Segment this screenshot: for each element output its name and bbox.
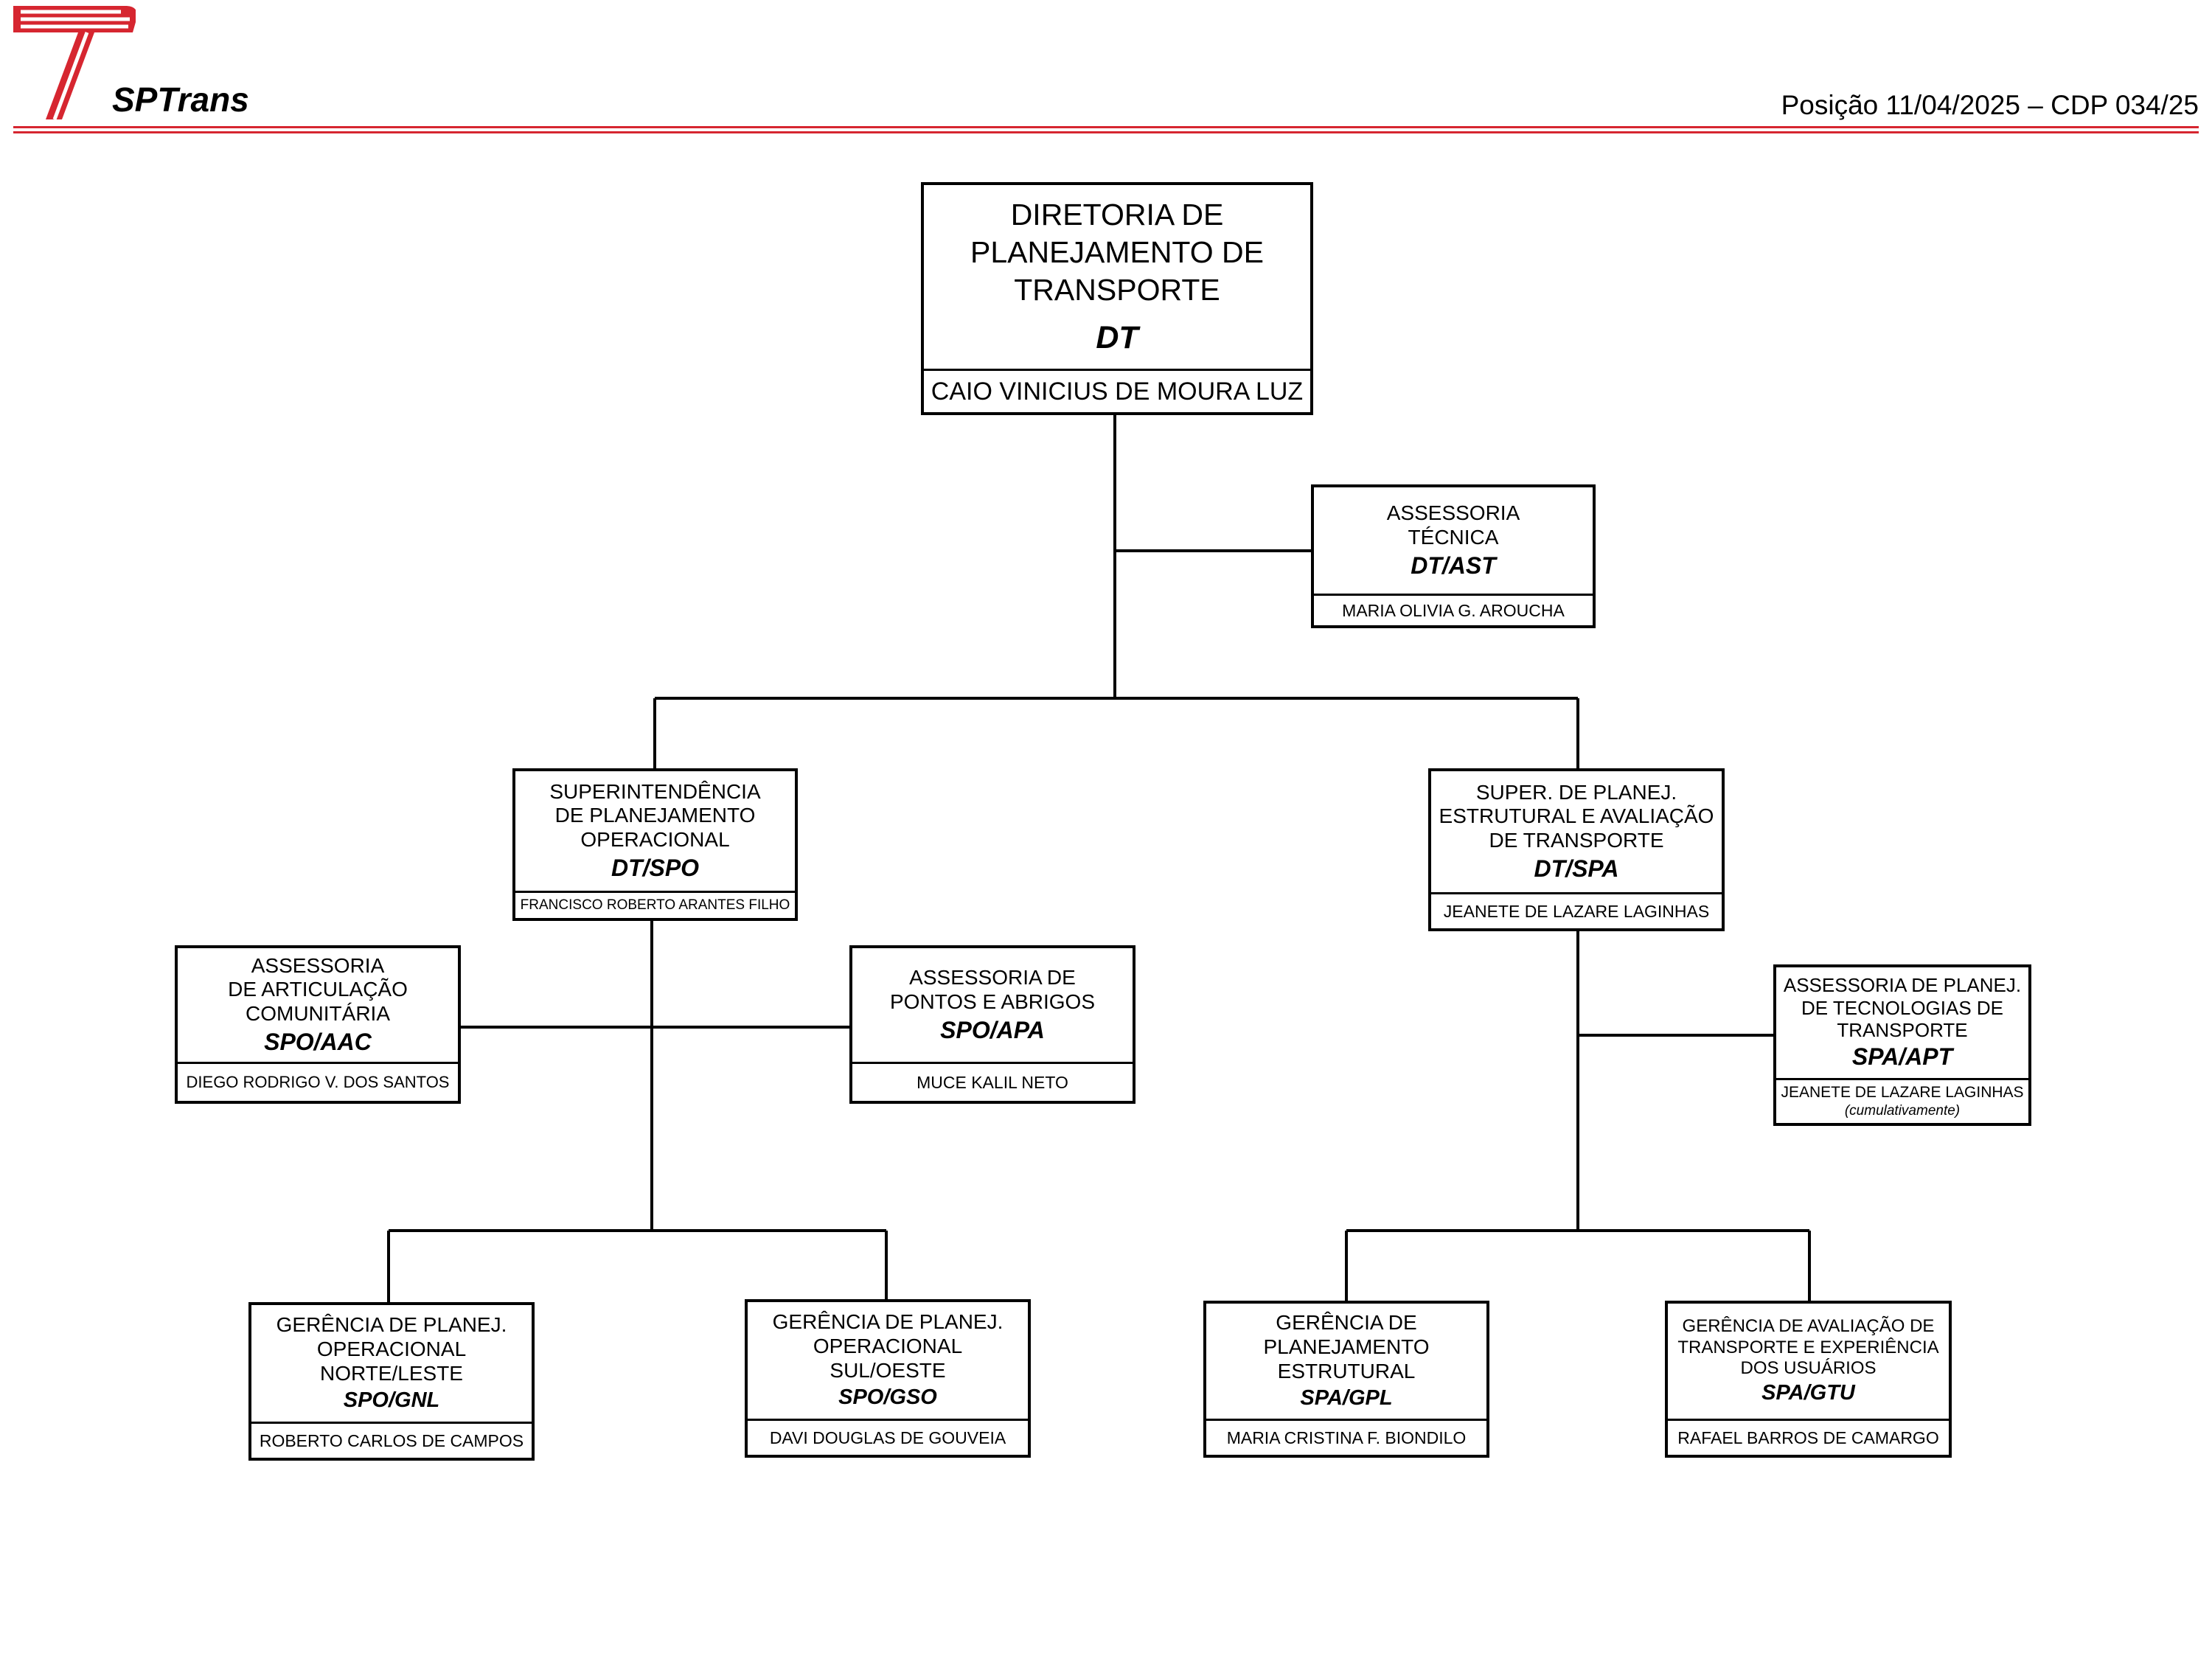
- unit-head-name: CAIO VINICIUS DE MOURA LUZ: [924, 369, 1310, 412]
- unit-title: SUPER. DE PLANEJ.: [1475, 780, 1677, 804]
- unit-title: DOS USUÁRIOS: [1740, 1357, 1877, 1378]
- unit-title: OPERACIONAL: [813, 1335, 963, 1358]
- unit-title: ASSESSORIA: [1386, 501, 1520, 525]
- unit-code: DT/SPA: [1534, 855, 1619, 882]
- unit-box-dt-spa: SUPER. DE PLANEJ. ESTRUTURAL E AVALIAÇÃO…: [1428, 768, 1725, 931]
- unit-code: SPO/GSO: [838, 1385, 937, 1409]
- unit-head-name: DIEGO RODRIGO V. DOS SANTOS: [178, 1062, 458, 1101]
- unit-title: OPERACIONAL: [316, 1338, 467, 1361]
- unit-head-note: (cumulativamente): [1844, 1103, 1961, 1119]
- unit-code: SPO/APA: [940, 1016, 1045, 1043]
- unit-code: SPA/GTU: [1761, 1380, 1855, 1405]
- header-rule: [13, 131, 2199, 133]
- unit-title: DE PLANEJAMENTO: [554, 804, 756, 827]
- unit-title: ESTRUTURAL: [1277, 1359, 1416, 1382]
- unit-title: ESTRUTURAL E AVALIAÇÃO: [1439, 804, 1714, 828]
- unit-box-spo-apa: ASSESSORIA DE PONTOS E ABRIGOS SPO/APA M…: [849, 945, 1135, 1104]
- unit-code: SPO/GNL: [343, 1388, 440, 1412]
- unit-title: ASSESSORIA DE PLANEJ.: [1783, 974, 2022, 997]
- unit-box-spa-gtu: GERÊNCIA DE AVALIAÇÃO DE TRANSPORTE E EX…: [1665, 1301, 1952, 1458]
- unit-title: OPERACIONAL: [580, 828, 730, 852]
- unit-code: SPA/APT: [1851, 1043, 1953, 1071]
- unit-box-spa-apt: ASSESSORIA DE PLANEJ. DE TECNOLOGIAS DE …: [1773, 964, 2031, 1126]
- unit-head-name: JEANETE DE LAZARE LAGINHAS: [1431, 892, 1722, 928]
- sptrans-logo: [13, 6, 136, 120]
- unit-code: DT/SPO: [611, 854, 700, 881]
- unit-title: TRANSPORTE: [1014, 273, 1220, 307]
- unit-box-spo-aac: ASSESSORIA DE ARTICULAÇÃO COMUNITÁRIA SP…: [175, 945, 461, 1104]
- unit-title: DIRETORIA DE: [1010, 198, 1224, 232]
- unit-title: DE TRANSPORTE: [1489, 829, 1664, 852]
- unit-code: SPO/AAC: [264, 1028, 372, 1055]
- unit-head-name: MARIA CRISTINA F. BIONDILO: [1206, 1419, 1486, 1455]
- unit-box-spo-gnl: GERÊNCIA DE PLANEJ. OPERACIONAL NORTE/LE…: [248, 1302, 535, 1461]
- unit-box-spo-gso: GERÊNCIA DE PLANEJ. OPERACIONAL SUL/OEST…: [745, 1299, 1031, 1458]
- unit-head-name: MUCE KALIL NETO: [852, 1062, 1133, 1101]
- unit-title: GERÊNCIA DE: [1276, 1311, 1417, 1335]
- unit-head-name: DAVI DOUGLAS DE GOUVEIA: [748, 1419, 1028, 1455]
- unit-head-name: MARIA OLIVIA G. AROUCHA: [1314, 594, 1593, 625]
- unit-code: DT: [1096, 319, 1138, 355]
- unit-box-spa-gpl: GERÊNCIA DE PLANEJAMENTO ESTRUTURAL SPA/…: [1203, 1301, 1489, 1458]
- unit-head-name-text: JEANETE DE LAZARE LAGINHAS: [1781, 1084, 2024, 1101]
- header-rule: [13, 126, 2199, 128]
- unit-title: TRANSPORTE E EXPERIÊNCIA: [1677, 1337, 1939, 1357]
- unit-title: SUPERINTENDÊNCIA: [549, 779, 761, 803]
- unit-title: NORTE/LESTE: [320, 1361, 463, 1385]
- unit-box-dt: DIRETORIA DE PLANEJAMENTO DE TRANSPORTE …: [921, 182, 1313, 415]
- unit-title: TÉCNICA: [1408, 525, 1499, 549]
- unit-title: GERÊNCIA DE AVALIAÇÃO DE: [1682, 1316, 1935, 1337]
- unit-head-name: RAFAEL BARROS DE CAMARGO: [1668, 1419, 1949, 1455]
- unit-head-name: JEANETE DE LAZARE LAGINHAS (cumulativame…: [1776, 1078, 2028, 1123]
- unit-title: ASSESSORIA: [251, 953, 385, 977]
- brand-name: SPTrans: [112, 80, 249, 119]
- position-date: Posição 11/04/2025 – CDP 034/25: [1781, 90, 2199, 120]
- unit-title: SUL/OESTE: [830, 1358, 946, 1382]
- unit-title: PLANEJAMENTO DE: [970, 235, 1264, 270]
- unit-title: PONTOS E ABRIGOS: [889, 990, 1095, 1013]
- unit-title: PLANEJAMENTO: [1263, 1335, 1430, 1359]
- unit-code: SPA/GPL: [1300, 1385, 1393, 1410]
- unit-code: DT/AST: [1411, 552, 1496, 579]
- unit-title: TRANSPORTE: [1837, 1019, 1968, 1041]
- unit-box-dt-ast: ASSESSORIA TÉCNICA DT/AST MARIA OLIVIA G…: [1311, 484, 1596, 628]
- unit-head-name: ROBERTO CARLOS DE CAMPOS: [251, 1422, 532, 1458]
- unit-box-dt-spo: SUPERINTENDÊNCIA DE PLANEJAMENTO OPERACI…: [512, 768, 798, 921]
- unit-title: DE ARTICULAÇÃO: [228, 978, 408, 1001]
- unit-title: ASSESSORIA DE: [909, 966, 1076, 990]
- unit-title: GERÊNCIA DE PLANEJ.: [772, 1310, 1004, 1334]
- unit-title: GERÊNCIA DE PLANEJ.: [276, 1313, 507, 1337]
- unit-head-name: FRANCISCO ROBERTO ARANTES FILHO: [515, 891, 795, 918]
- unit-title: COMUNITÁRIA: [246, 1002, 390, 1026]
- unit-title: DE TECNOLOGIAS DE: [1801, 996, 2004, 1019]
